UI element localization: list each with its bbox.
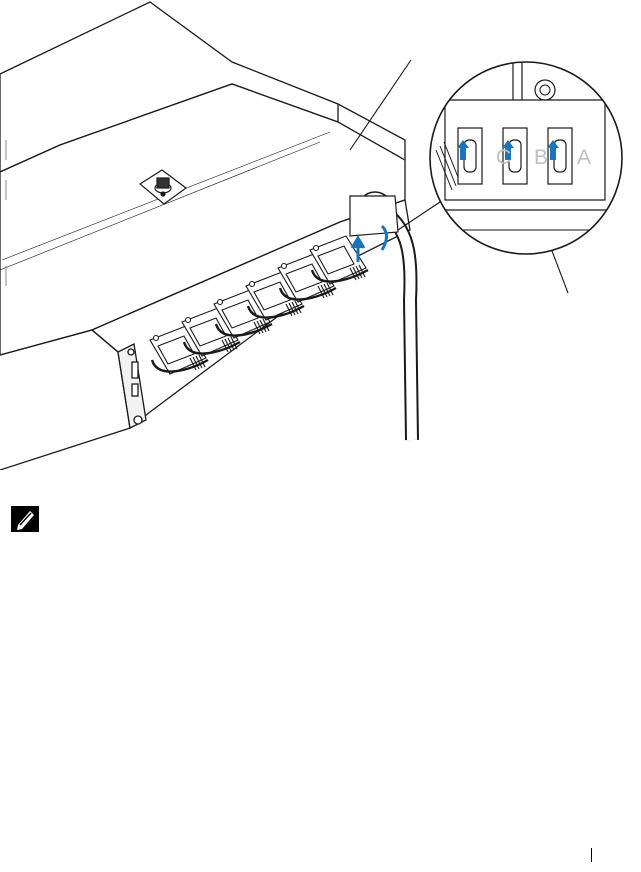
- enclosure-power-cable-illustration: C B A: [0, 0, 641, 470]
- power-connector: [457, 128, 482, 184]
- connector-label-a: A: [577, 146, 591, 169]
- zoom-inset-callout: C B A: [420, 60, 640, 260]
- enclosure-chassis: [0, 2, 410, 470]
- note-pencil-icon: [10, 505, 40, 533]
- page-footer-rule: [591, 848, 592, 862]
- power-cable: [350, 192, 412, 440]
- power-connector: [547, 128, 572, 184]
- connector-label-b: B: [534, 146, 548, 169]
- connector-label-c: C: [496, 146, 511, 169]
